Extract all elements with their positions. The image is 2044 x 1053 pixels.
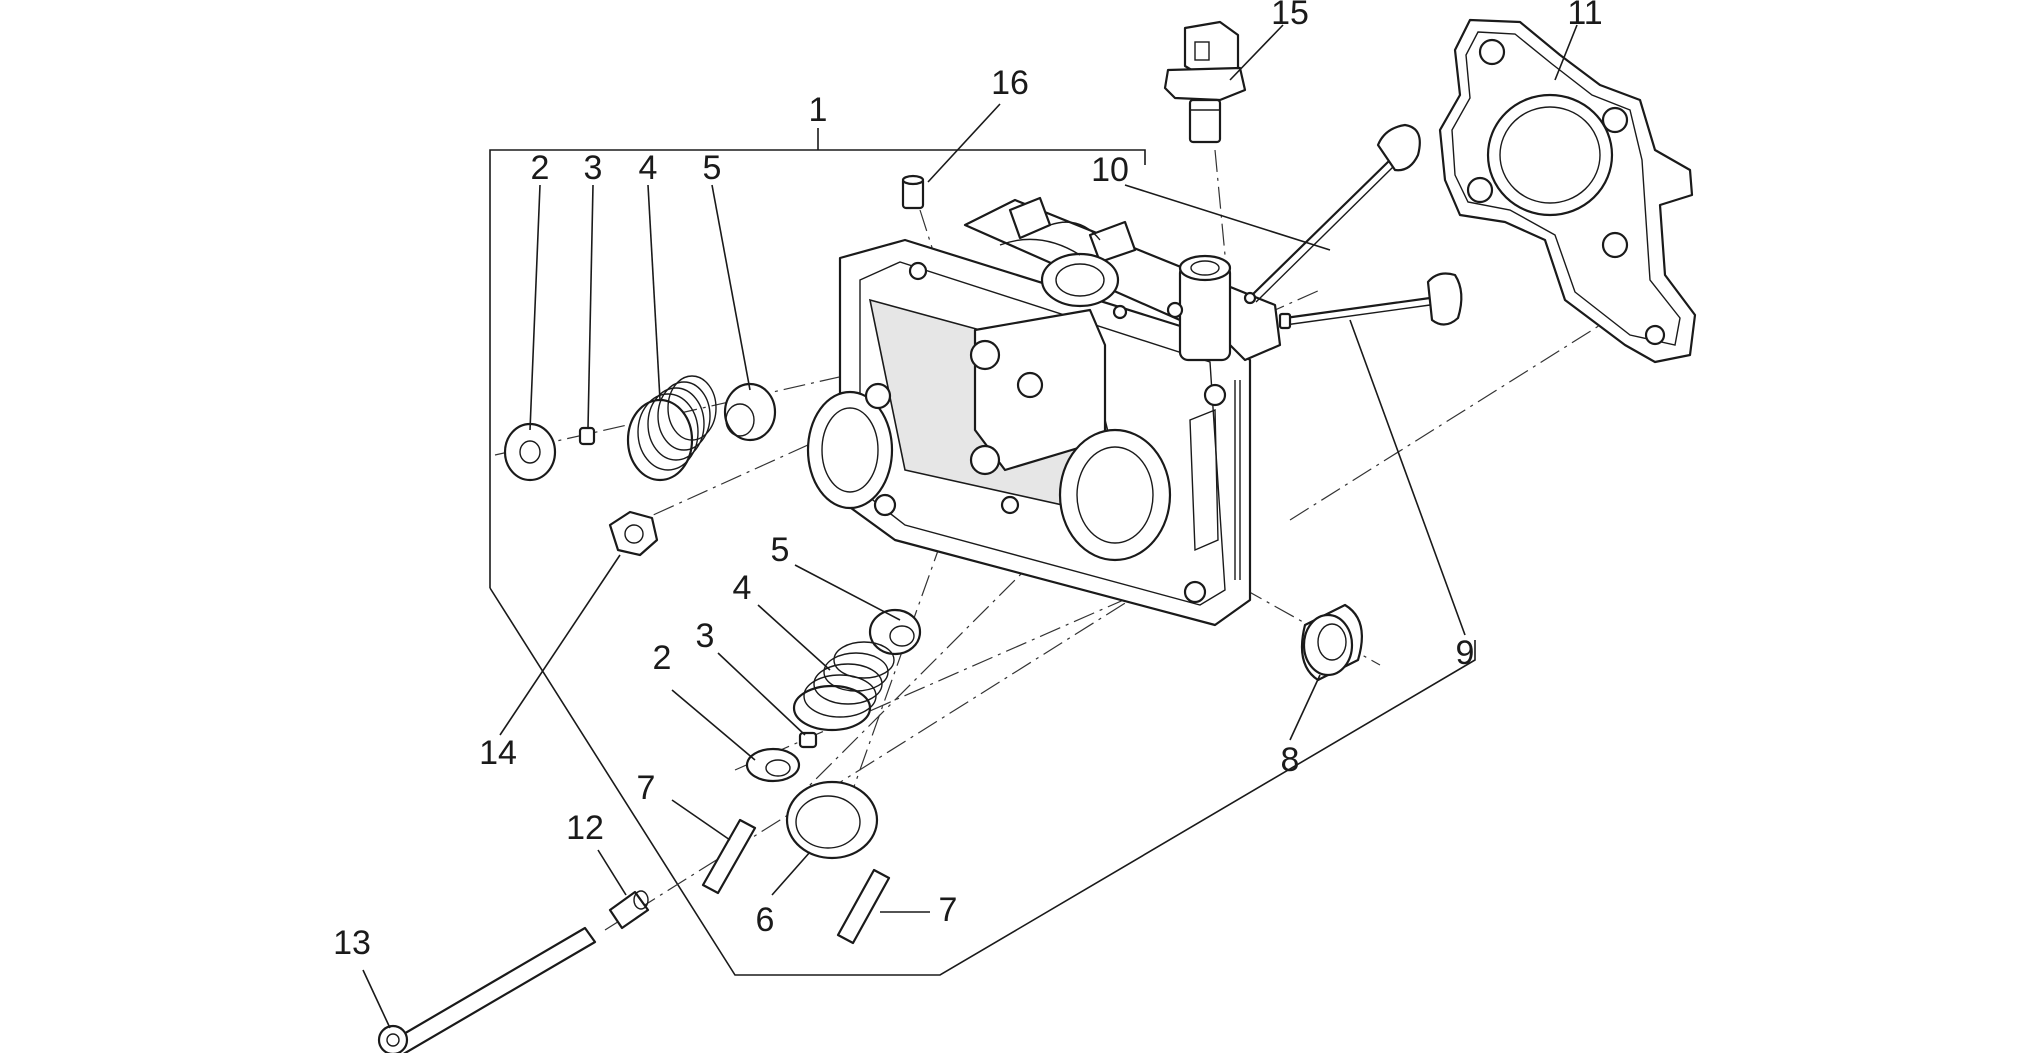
callout-3-lower: 3 — [696, 617, 715, 655]
callout-labels: 1 2 3 4 5 16 10 15 11 5 4 3 2 14 9 8 7 1… — [333, 0, 1603, 962]
temperature-sensor-part-15 — [1163, 20, 1247, 144]
lower-valve-spring — [792, 641, 895, 732]
leader-lines — [362, 24, 1578, 1029]
callout-4-upper: 4 — [639, 149, 658, 187]
callout-7-right: 7 — [939, 891, 958, 929]
assembly-bracket — [489, 128, 1476, 976]
head-gasket-part-11 — [1438, 18, 1697, 364]
callout-11: 11 — [1567, 0, 1602, 32]
dowel-part-16 — [901, 174, 925, 210]
upper-valve-train — [503, 375, 777, 482]
callout-13: 13 — [333, 924, 371, 962]
dowel-pins-part-7 — [701, 818, 891, 945]
upper-valve-spring — [626, 375, 717, 482]
callout-6: 6 — [756, 901, 775, 939]
callout-5-lower: 5 — [771, 531, 790, 569]
callout-2-upper: 2 — [531, 149, 550, 187]
callout-9: 9 — [1456, 634, 1475, 672]
callout-15: 15 — [1271, 0, 1309, 32]
cylinder-head-body — [806, 196, 1282, 627]
callout-14: 14 — [479, 734, 517, 772]
nut-part-14 — [608, 510, 659, 557]
bearing-part-8 — [1300, 603, 1363, 682]
bolt-part-13 — [377, 926, 597, 1053]
callout-5-upper: 5 — [703, 149, 722, 187]
callout-16: 16 — [991, 64, 1029, 102]
callout-8: 8 — [1281, 741, 1300, 779]
callout-4-lower: 4 — [733, 569, 752, 607]
valve-part-9 — [1278, 272, 1463, 330]
lower-valve-train — [745, 608, 922, 783]
callout-2-lower: 2 — [653, 639, 672, 677]
callout-7-left: 7 — [637, 769, 656, 807]
valve-part-10 — [1243, 123, 1421, 305]
seal-ring-part-6 — [785, 780, 879, 860]
callout-1: 1 — [809, 91, 828, 129]
callout-10: 10 — [1091, 151, 1129, 189]
callout-3-upper: 3 — [584, 149, 603, 187]
callout-12: 12 — [566, 809, 604, 847]
bushing-part-12 — [608, 890, 650, 930]
